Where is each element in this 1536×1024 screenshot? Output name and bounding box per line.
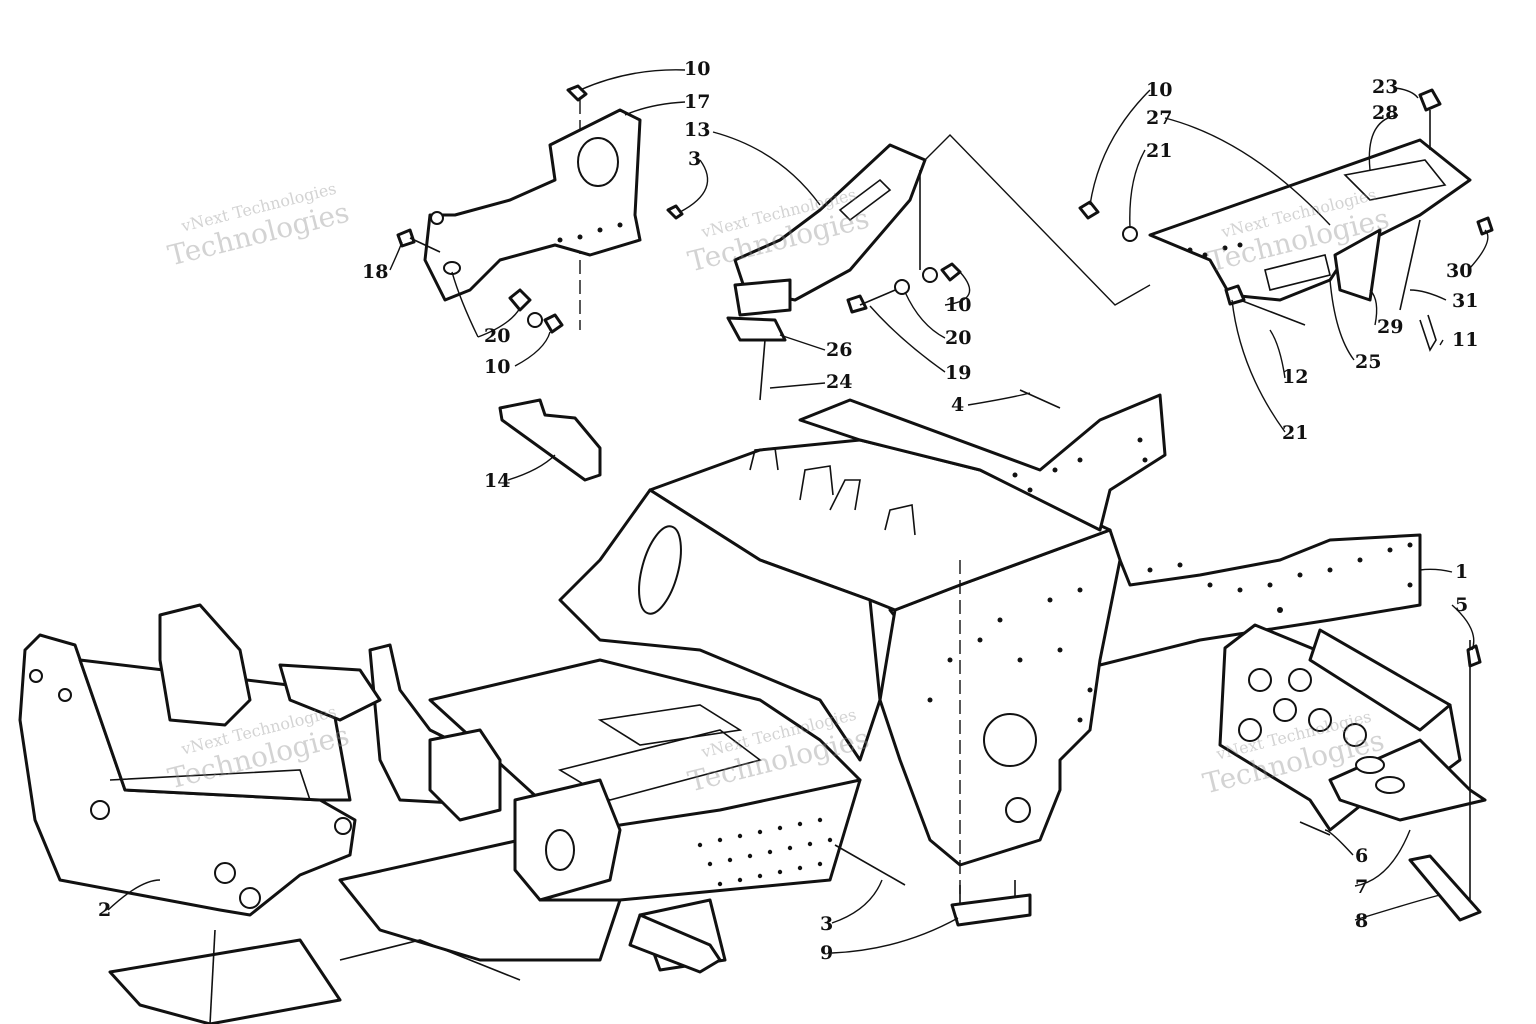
callout-13: 13	[684, 119, 711, 141]
callout-29: 29	[1377, 316, 1404, 338]
pad-14	[498, 398, 602, 482]
bolt-4	[1019, 389, 1061, 409]
callout-21-lower: 21	[1282, 422, 1309, 444]
callout-26: 26	[826, 339, 853, 361]
callout-30: 30	[1446, 260, 1473, 282]
callout-20-handle: 20	[945, 327, 972, 349]
bracket-17	[423, 108, 642, 302]
callout-3-lower: 3	[820, 913, 834, 935]
front-bumper-2	[18, 633, 357, 917]
callout-27: 27	[1146, 107, 1173, 129]
callout-19: 19	[945, 362, 972, 384]
handle-13	[726, 143, 962, 401]
callout-5: 5	[1455, 594, 1469, 616]
callout-9: 9	[820, 942, 834, 964]
callout-4: 4	[951, 394, 965, 416]
callout-10-handle: 10	[945, 294, 972, 316]
callout-25: 25	[1355, 351, 1382, 373]
callout-20-left: 20	[484, 325, 511, 347]
callout-12: 12	[1282, 366, 1309, 388]
tube	[628, 913, 722, 974]
callout-24: 24	[826, 371, 853, 393]
callout-3-upper: 3	[688, 148, 702, 170]
ski-brackets	[158, 603, 727, 972]
callout-6: 6	[1355, 845, 1369, 867]
callout-11: 11	[1452, 329, 1479, 351]
callout-10-rear: 10	[1146, 79, 1173, 101]
callout-8: 8	[1355, 910, 1369, 932]
callout-18: 18	[362, 261, 389, 283]
callout-2: 2	[98, 899, 112, 921]
callout-7: 7	[1355, 876, 1369, 898]
hardware-left	[396, 84, 684, 334]
callout-14: 14	[484, 470, 511, 492]
lower-base-plates	[108, 929, 521, 1024]
leader-lines	[107, 69, 1489, 954]
callout-17: 17	[684, 91, 711, 113]
callout-21-upper: 21	[1146, 140, 1173, 162]
callout-1: 1	[1455, 561, 1469, 583]
bolt-3b	[834, 844, 906, 886]
rear-plate-28	[924, 88, 1494, 352]
callout-28: 28	[1372, 102, 1399, 124]
callout-10-left: 10	[484, 356, 511, 378]
callout-23: 23	[1372, 76, 1399, 98]
callout-31: 31	[1452, 290, 1479, 312]
bracket-7	[1218, 623, 1487, 922]
callout-10-top: 10	[684, 58, 711, 80]
rail-holes	[927, 437, 1413, 723]
pan-perforations	[697, 817, 833, 887]
studs-9	[950, 880, 1032, 927]
